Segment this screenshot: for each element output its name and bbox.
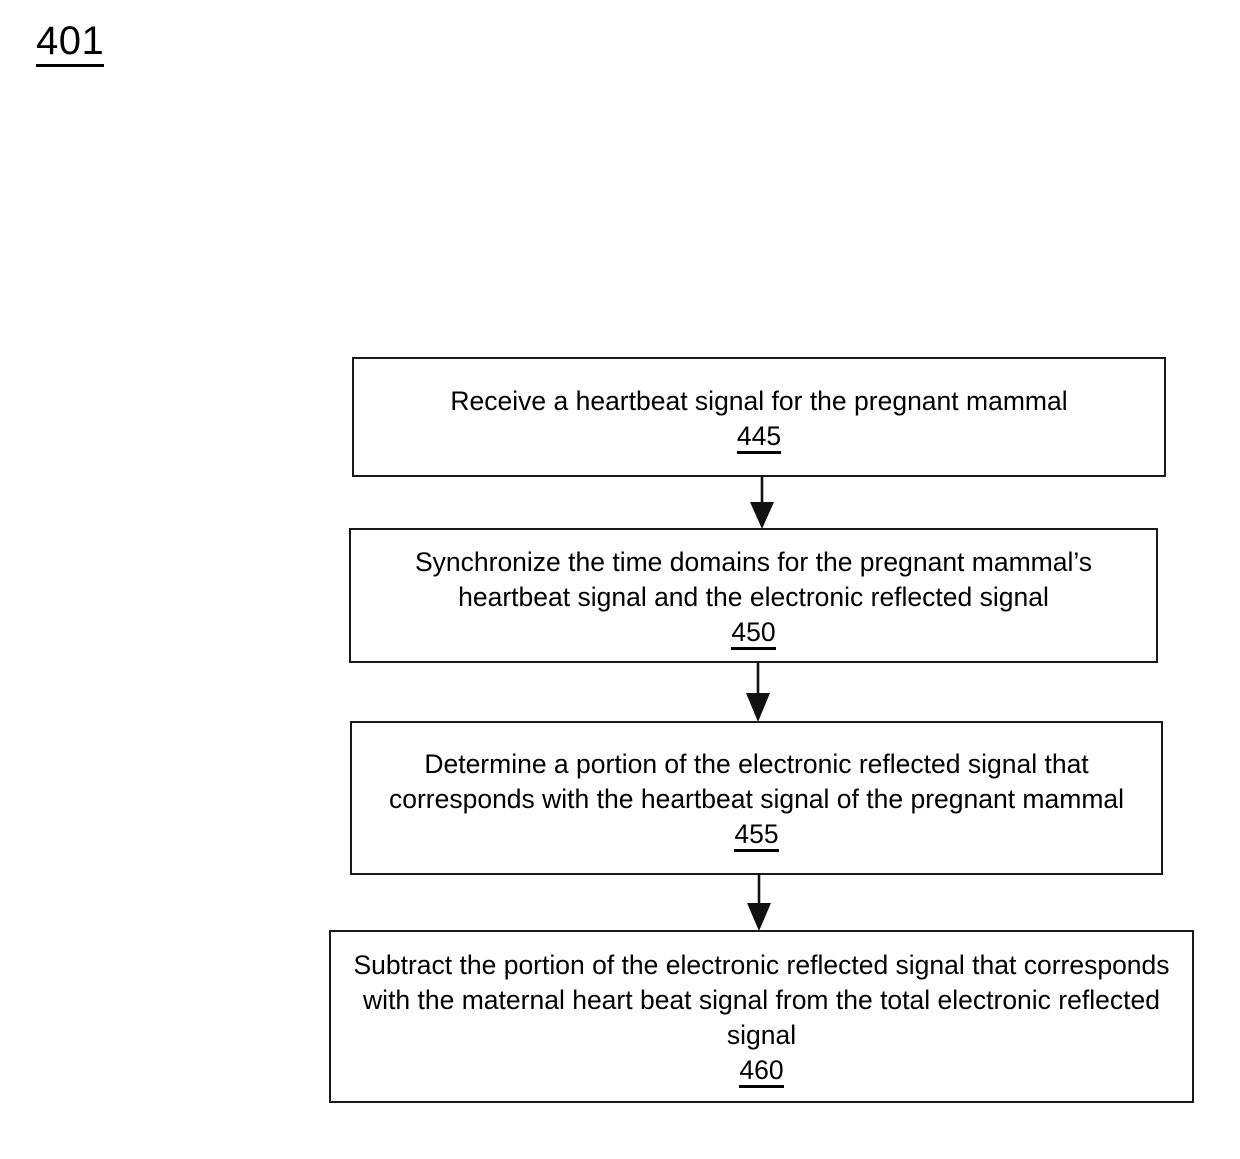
flow-step-460-reference: 460 [739, 1054, 784, 1088]
down-arrow-icon [747, 874, 771, 931]
flow-step-455-reference: 455 [734, 818, 779, 852]
flow-step-460-reference-number: 460 [739, 1055, 784, 1088]
flow-step-455-reference-number: 455 [734, 819, 779, 852]
flow-step-450: Synchronize the time domains for the pre… [349, 528, 1158, 663]
figure-label-number: 401 [36, 19, 105, 67]
flow-step-450-reference-number: 450 [731, 616, 776, 650]
flow-step-445-reference-number: 445 [736, 420, 782, 454]
flow-step-455-text: Determine a portion of the electronic re… [388, 749, 1125, 814]
flow-step-445-reference: 445 [736, 420, 782, 454]
figure-label: 401 [36, 18, 105, 67]
connector-445-450 [745, 476, 779, 530]
down-arrow-icon [746, 662, 770, 722]
flow-step-460: Subtract the portion of the electronic r… [329, 930, 1194, 1103]
connector-450-455 [741, 662, 775, 723]
flow-step-450-text: Synchronize the time domains for the pre… [414, 546, 1093, 612]
down-arrow-icon [750, 476, 774, 529]
flow-step-455: Determine a portion of the electronic re… [350, 721, 1163, 875]
flow-step-445: Receive a heartbeat signal for the pregn… [352, 357, 1166, 477]
flow-step-460-text: Subtract the portion of the electronic r… [353, 950, 1170, 1050]
flow-step-450-reference: 450 [731, 616, 776, 650]
flow-step-445-text: Receive a heartbeat signal for the pregn… [450, 385, 1068, 416]
connector-455-460 [742, 874, 776, 932]
